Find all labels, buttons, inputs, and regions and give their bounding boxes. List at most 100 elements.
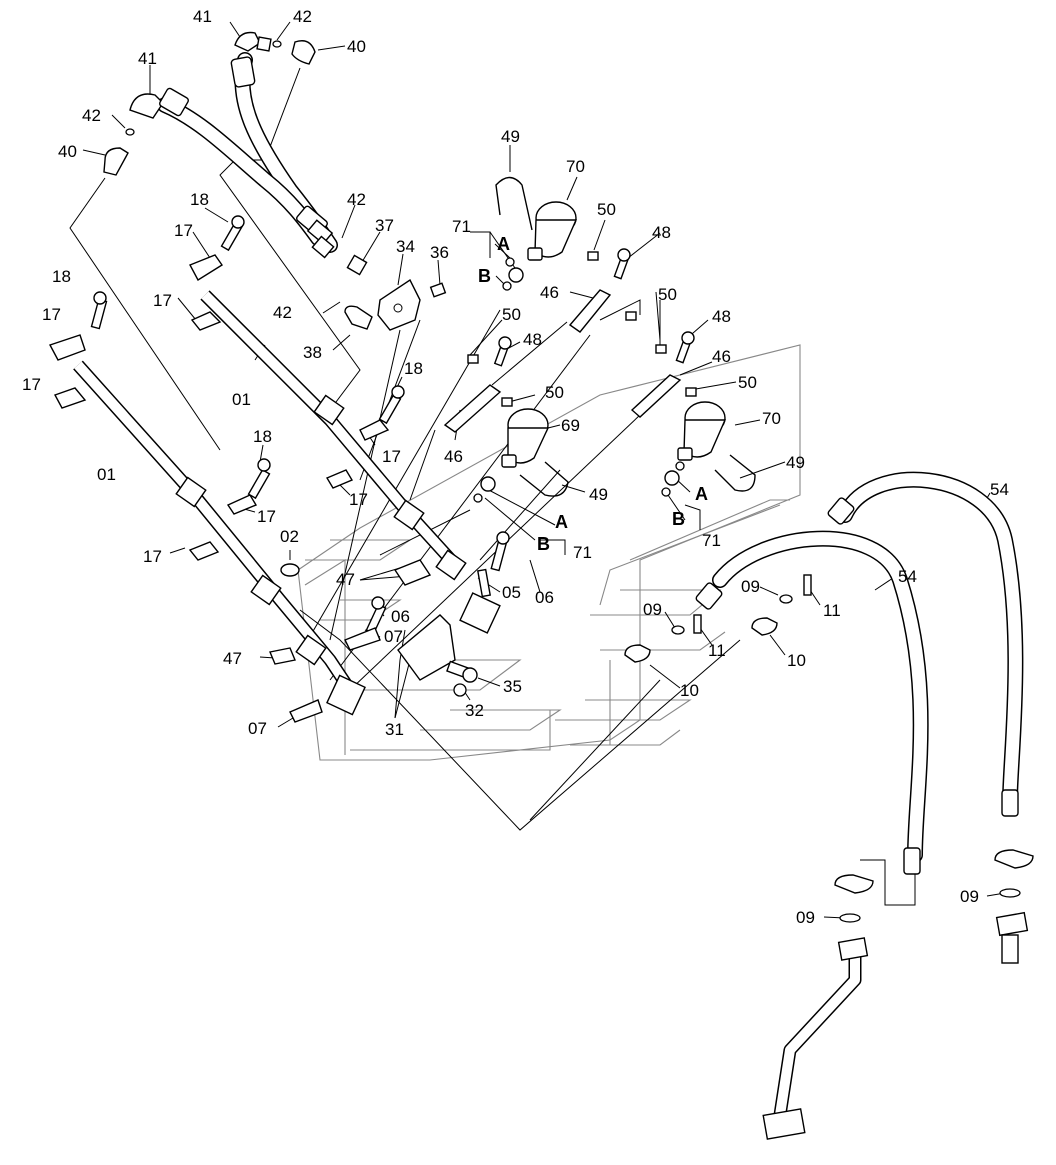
cap-02 [280, 563, 300, 577]
callout-17: 17 [22, 375, 41, 394]
callout-70: 70 [762, 409, 781, 428]
block-lower [762, 1108, 806, 1140]
valve-70-lower [677, 401, 727, 461]
callout-07: 07 [248, 719, 267, 738]
callout-71: 71 [452, 217, 471, 236]
callout-10: 10 [680, 681, 699, 700]
callout-40: 40 [58, 142, 77, 161]
callout-11: 11 [823, 601, 841, 620]
callout-B: B [478, 266, 491, 286]
u-bolt-49-upper [495, 176, 533, 231]
machine-outline [297, 344, 801, 761]
elbow-fitting-41-lower [129, 93, 164, 119]
callout-47: 47 [336, 570, 355, 589]
pipe-lower-left [773, 945, 862, 1116]
callout-10: 10 [787, 651, 806, 670]
plug-36 [429, 282, 447, 298]
callout-17: 17 [382, 447, 401, 466]
callout-06: 06 [535, 588, 554, 607]
callout-17: 17 [349, 490, 368, 509]
callout-09: 09 [796, 908, 815, 927]
hoses [157, 52, 1024, 863]
callout-18: 18 [52, 267, 71, 286]
callout-05: 05 [502, 583, 521, 602]
callout-36: 36 [430, 243, 449, 262]
valve-69 [501, 408, 550, 468]
flange-10-a [624, 644, 651, 663]
callout-49: 49 [786, 453, 805, 472]
callout-48: 48 [712, 307, 731, 326]
oring-09-a [671, 625, 685, 635]
callout-02: 02 [280, 527, 299, 546]
bracket-46-right [630, 374, 682, 418]
callout-37: 37 [375, 216, 394, 235]
bracket-46-upper [568, 289, 612, 333]
callout-40: 40 [347, 37, 366, 56]
callout-07: 07 [384, 627, 403, 646]
callout-18: 18 [253, 427, 272, 446]
flange-lower-a [834, 874, 874, 894]
callout-41: 41 [138, 49, 157, 68]
callout-48: 48 [652, 223, 671, 242]
callout-17: 17 [174, 221, 193, 240]
callout-01: 01 [232, 390, 251, 409]
callout-46: 46 [444, 447, 463, 466]
bracket-07-b [289, 699, 323, 723]
nut-50 [587, 251, 599, 261]
callout-32: 32 [465, 701, 484, 720]
callout-71: 71 [573, 543, 592, 562]
flange-10-b [751, 617, 778, 636]
callout-42: 42 [293, 7, 312, 26]
clamp-17-left [48, 334, 87, 409]
bracket-31 [397, 614, 456, 681]
callout-09: 09 [960, 887, 979, 906]
callouts: 41 42 40 41 42 40 49 70 50 48 18 17 17 4… [22, 7, 1009, 927]
elbow-38 [344, 305, 373, 330]
u-bolt-49-right [714, 454, 756, 492]
callout-17: 17 [42, 305, 61, 324]
callout-17: 17 [153, 291, 172, 310]
parts [48, 31, 1034, 1140]
bolt-11-a [693, 614, 702, 634]
callout-01: 01 [97, 465, 116, 484]
callout-50: 50 [658, 285, 677, 304]
bracket-46-middle [443, 384, 502, 433]
callout-54: 54 [990, 480, 1009, 499]
callout-B: B [672, 509, 685, 529]
callout-31: 31 [385, 720, 404, 739]
pipe-collar [175, 476, 207, 508]
oring-09-b [779, 594, 793, 604]
u-bolt-49-middle [519, 461, 569, 497]
callout-50: 50 [545, 383, 564, 402]
oring-42-lower [125, 128, 135, 136]
leader-lines [69, 21, 1006, 919]
callout-11: 11 [708, 641, 726, 660]
callout-A: A [695, 484, 708, 504]
callout-18: 18 [190, 190, 209, 209]
callout-17: 17 [143, 547, 162, 566]
callout-35: 35 [503, 677, 522, 696]
elbow-40-lower [103, 147, 129, 176]
block-05 [459, 592, 501, 634]
callout-50: 50 [738, 373, 757, 392]
callout-42: 42 [347, 190, 366, 209]
callout-06: 06 [391, 607, 410, 626]
bracket-07-a [344, 627, 381, 651]
callout-69: 69 [561, 416, 580, 435]
callout-70: 70 [566, 157, 585, 176]
clamp-17-upper [189, 254, 223, 331]
elbow-40-upper [291, 40, 316, 65]
callout-38: 38 [303, 343, 322, 362]
callout-A: A [555, 512, 568, 532]
callout-18: 18 [404, 359, 423, 378]
callout-50: 50 [597, 200, 616, 219]
callout-B: B [537, 534, 550, 554]
callout-42: 42 [82, 106, 101, 125]
valve-70-upper [527, 201, 578, 261]
callout-49: 49 [589, 485, 608, 504]
callout-48: 48 [523, 330, 542, 349]
callout-09: 09 [643, 600, 662, 619]
bracket-47-b [269, 647, 296, 665]
callout-54: 54 [898, 567, 917, 586]
